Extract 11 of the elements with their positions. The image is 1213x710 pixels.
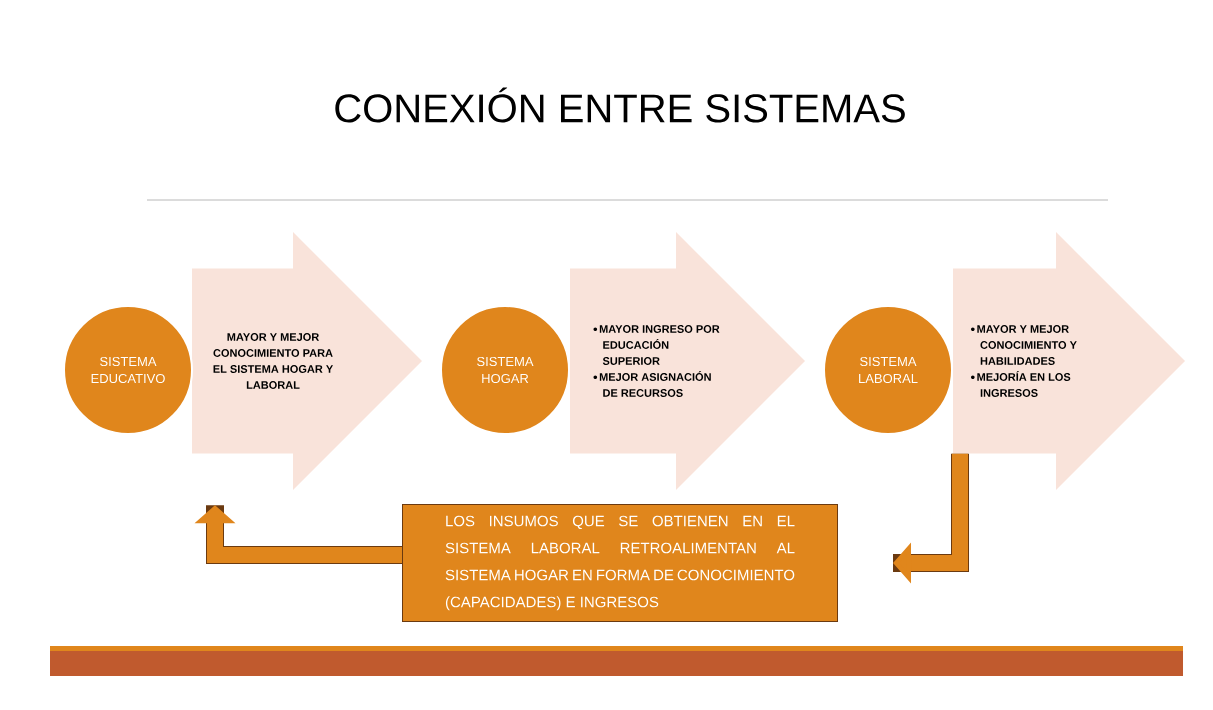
bullet-text: MEJORÍA EN LOS INGRESOS [971, 371, 1071, 397]
bullet-text: MAYOR INGRESO POR EDUCACIÓN SUPERIOR [593, 325, 720, 365]
pointer-panel [953, 232, 1185, 490]
bent-arrow [194, 505, 402, 564]
pointer-panel: MAYOR Y MEJOR CONOCIMIENTO PARA EL SISTEMA HOGAR Y LABORAL [192, 232, 422, 490]
feedback-box: LOS INSUMOS QUE SE OBTIENEN EN EL SISTEMA LABORAL RETROALIMENTAN AL SISTEMA HOGAR EN FORMA DE CONOCIMIENTO (CAPACIDADES) E INGRESOS [402, 504, 838, 622]
slide-title: CONEXIÓN ENTRE SISTEMAS [335, 87, 905, 123]
bullet-text: MAYOR Y MEJOR CONOCIMIENTO Y HABILIDADES [971, 325, 1077, 365]
pointer-panel [570, 232, 805, 490]
bent-arrow [893, 453, 969, 584]
bullet-text: MEJOR ASIGNACIÓN DE RECURSOS [593, 371, 711, 397]
